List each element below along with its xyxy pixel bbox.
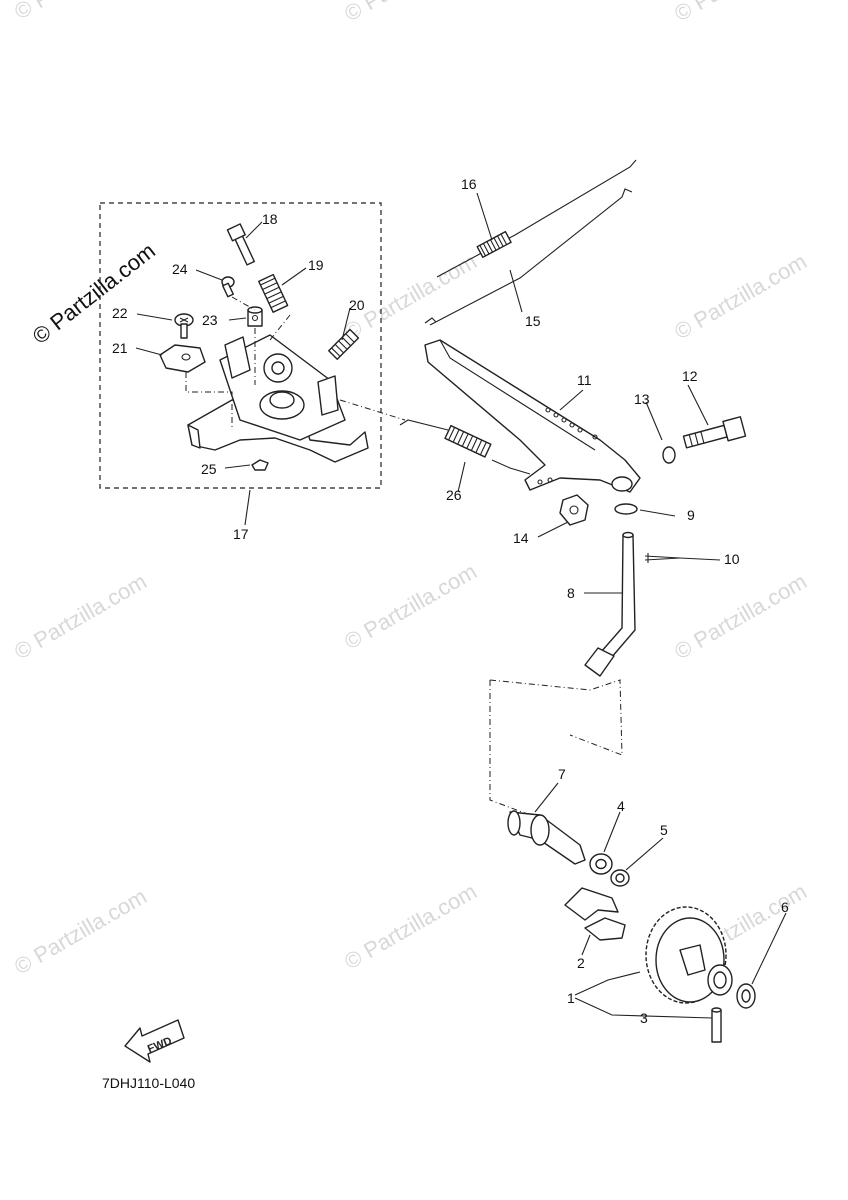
lever-arm-11	[424, 339, 641, 493]
screw-24	[221, 276, 235, 298]
callout-2: 2	[577, 955, 585, 971]
callout-14: 14	[513, 530, 529, 546]
pin-3	[711, 1007, 722, 1043]
spring-20	[328, 328, 360, 360]
callout-3: 3	[640, 1010, 648, 1026]
callout-4: 4	[617, 798, 625, 814]
bolt-12	[682, 416, 747, 449]
control-bracket-assembly	[187, 334, 369, 463]
clip-25	[251, 459, 269, 471]
callout-7: 7	[558, 766, 566, 782]
callout-20: 20	[349, 297, 365, 313]
watermark: © Partzilla.com	[340, 0, 481, 26]
callout-21: 21	[112, 340, 128, 356]
callout-19: 19	[308, 257, 324, 273]
callout-18: 18	[262, 211, 278, 227]
callout-9: 9	[687, 507, 695, 523]
assembly-17-box	[99, 202, 382, 489]
callout-23: 23	[202, 312, 218, 328]
watermark: © Partzilla.com	[10, 884, 151, 980]
fwd-arrow-icon: FWD	[124, 1019, 185, 1063]
connector-lines	[185, 296, 406, 430]
washer-13	[662, 446, 676, 464]
callout-10: 10	[724, 551, 740, 567]
callout-11: 11	[577, 372, 592, 388]
watermark: © Partzilla.com	[10, 0, 151, 24]
callout-16: 16	[461, 176, 477, 192]
callout-13: 13	[634, 391, 650, 407]
watermark: © Partzilla.com	[340, 879, 481, 975]
callout-24: 24	[172, 261, 188, 277]
callout-22: 22	[112, 305, 128, 321]
callout-8: 8	[567, 585, 575, 601]
watermark: © Partzilla.com	[670, 249, 811, 345]
leader-line	[489, 679, 623, 756]
watermark: © Partzilla.com	[10, 569, 151, 665]
callout-17: 17	[233, 526, 249, 542]
diagram-code: 7DHJ110-L040	[102, 1075, 195, 1091]
watermark: © Partzilla.com	[670, 0, 811, 26]
callout-25: 25	[201, 461, 217, 477]
clip-10	[644, 553, 681, 563]
watermarks: © Partzilla.com © Partzilla.com © Partzi…	[10, 0, 811, 979]
callout-6: 6	[781, 899, 789, 915]
callout-1: 1	[567, 990, 575, 1006]
governor-gear-1	[645, 906, 733, 1004]
screw-18	[226, 223, 256, 266]
callout-labels: 1 2 3 4 5 6 7 8 9 10 11 12 13 14 15 16 1…	[112, 176, 789, 1026]
washer-9	[614, 503, 638, 515]
watermark: © Partzilla.com	[670, 569, 811, 665]
shaft-8	[584, 531, 636, 677]
callout-15: 15	[525, 313, 541, 329]
nut-14	[559, 494, 589, 526]
governor-weight-2	[564, 887, 626, 941]
watermark: © Partzilla.com	[340, 559, 481, 655]
spring-26	[399, 419, 531, 475]
leader-line	[489, 680, 531, 816]
shaft-7	[507, 810, 586, 865]
spring-19	[258, 273, 289, 313]
partzilla-logo-text: © Partzilla.com	[28, 238, 160, 349]
callout-12: 12	[682, 368, 698, 384]
leader-lines	[135, 192, 787, 1019]
callout-26: 26	[446, 487, 462, 503]
screw-22	[174, 313, 194, 339]
throttle-rods	[424, 159, 637, 326]
callout-5: 5	[660, 822, 668, 838]
